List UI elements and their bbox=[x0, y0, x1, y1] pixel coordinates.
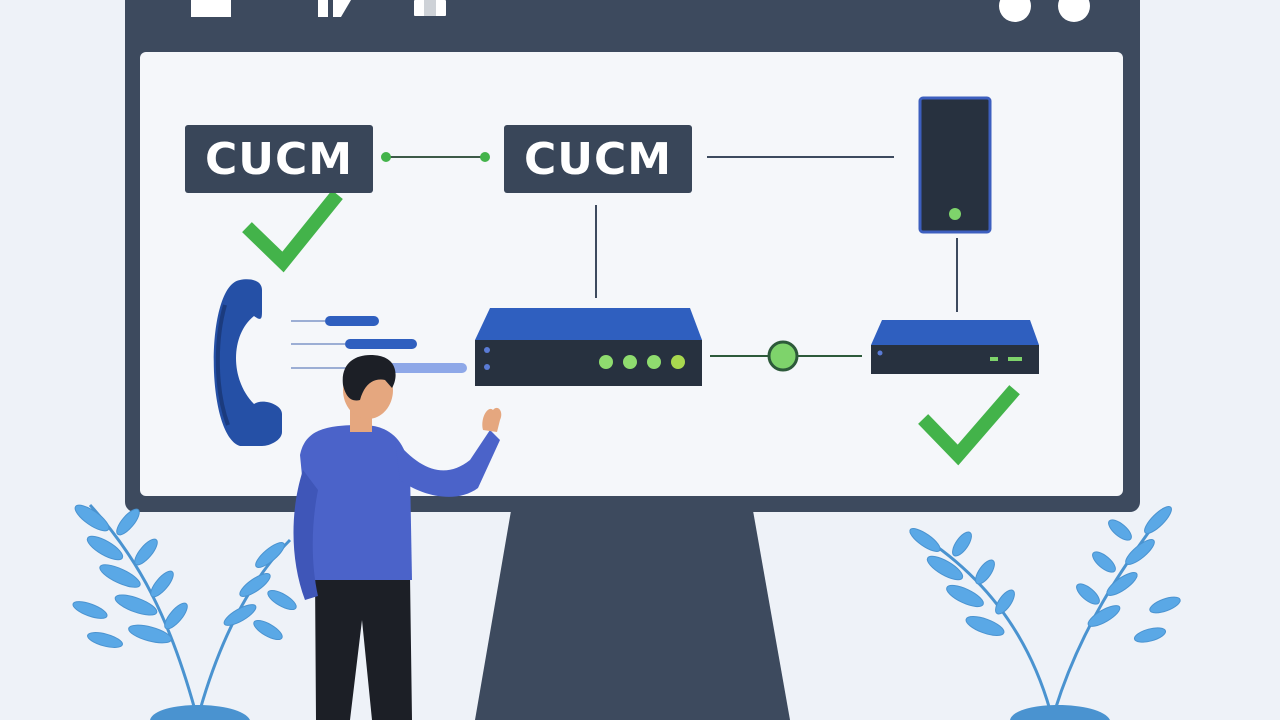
window-dot-icon[interactable] bbox=[999, 0, 1031, 22]
plant-icon bbox=[909, 506, 1181, 711]
cucm-label: CUCM bbox=[504, 125, 692, 193]
server-icon bbox=[918, 96, 992, 234]
check-icon bbox=[242, 190, 343, 273]
plant-pot bbox=[1010, 705, 1110, 720]
check-icon bbox=[918, 385, 1020, 466]
plant-icon bbox=[72, 503, 297, 711]
connector-node bbox=[381, 152, 391, 162]
window-dot-icon[interactable] bbox=[1058, 0, 1090, 22]
connector-node bbox=[767, 340, 799, 372]
pencil-icon[interactable] bbox=[318, 0, 351, 17]
connector-node bbox=[480, 152, 490, 162]
chat-icon[interactable] bbox=[191, 0, 231, 17]
phone-handset-icon bbox=[213, 279, 282, 446]
person-figure bbox=[293, 355, 502, 720]
router-icon bbox=[871, 320, 1039, 374]
cucm-label: CUCM bbox=[185, 125, 373, 193]
clipboard-icon[interactable] bbox=[414, 0, 446, 16]
connector-lines bbox=[386, 156, 958, 357]
monitor-stand bbox=[475, 505, 790, 720]
router-icon bbox=[475, 308, 702, 386]
plant-pot bbox=[150, 705, 250, 720]
